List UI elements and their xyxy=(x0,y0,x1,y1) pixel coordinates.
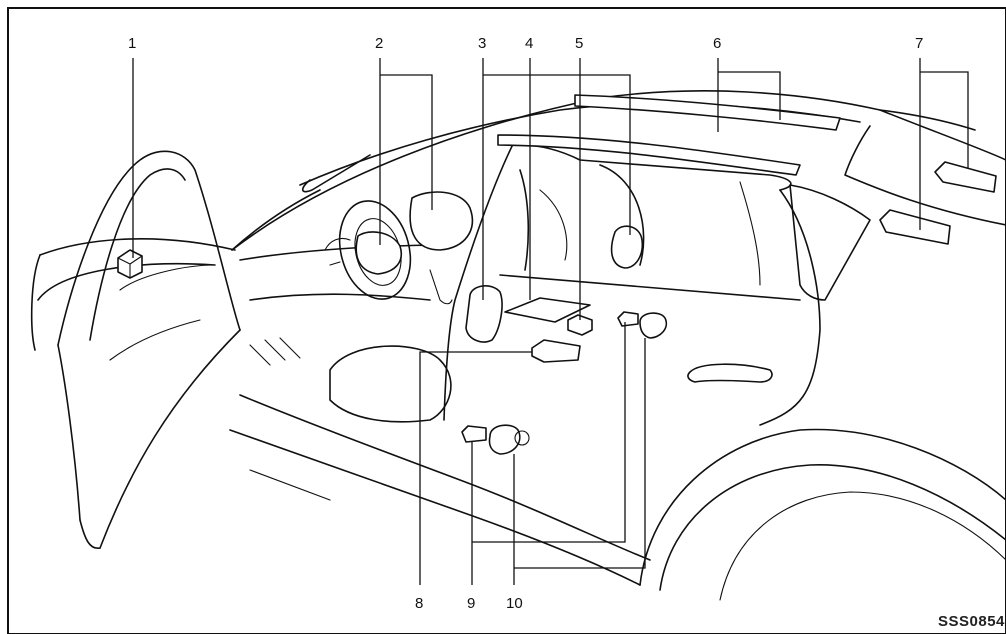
callout-7: 7 xyxy=(915,35,923,52)
front-side-airbag-sensor xyxy=(117,249,143,279)
rear-pretensioner-lower xyxy=(879,209,951,245)
figure-code: SSS0854 xyxy=(938,613,1005,630)
callout-3: 3 xyxy=(478,35,486,52)
passenger-airbag xyxy=(409,191,474,251)
rear-seat-side-airbag xyxy=(610,225,644,269)
curtain-airbag-front xyxy=(497,134,801,176)
callout-9: 9 xyxy=(467,595,475,612)
front-seat-side-airbag xyxy=(465,285,503,343)
seat-belt-pretensioner-front xyxy=(461,424,530,455)
callout-10: 10 xyxy=(506,595,523,612)
callout-labels: 1 2 3 4 5 6 7 8 9 10 xyxy=(128,35,923,612)
rear-pretensioner-upper xyxy=(934,161,997,193)
callout-5: 5 xyxy=(575,35,583,52)
driver-airbag xyxy=(355,231,402,275)
occupant-classification-sensor xyxy=(504,297,591,323)
car-body-outline xyxy=(30,90,1006,601)
callout-1: 1 xyxy=(128,35,136,52)
callout-4: 4 xyxy=(525,35,533,52)
callout-6: 6 xyxy=(713,35,721,52)
leader-lines xyxy=(132,58,969,585)
seat-belt-pretensioner-rear xyxy=(617,311,668,339)
crash-zone-sensor xyxy=(531,339,581,363)
figure-border xyxy=(7,7,1006,634)
callout-2: 2 xyxy=(375,35,383,52)
callout-8: 8 xyxy=(415,595,423,612)
curtain-airbag-rear xyxy=(574,94,841,131)
control-unit xyxy=(567,314,593,336)
